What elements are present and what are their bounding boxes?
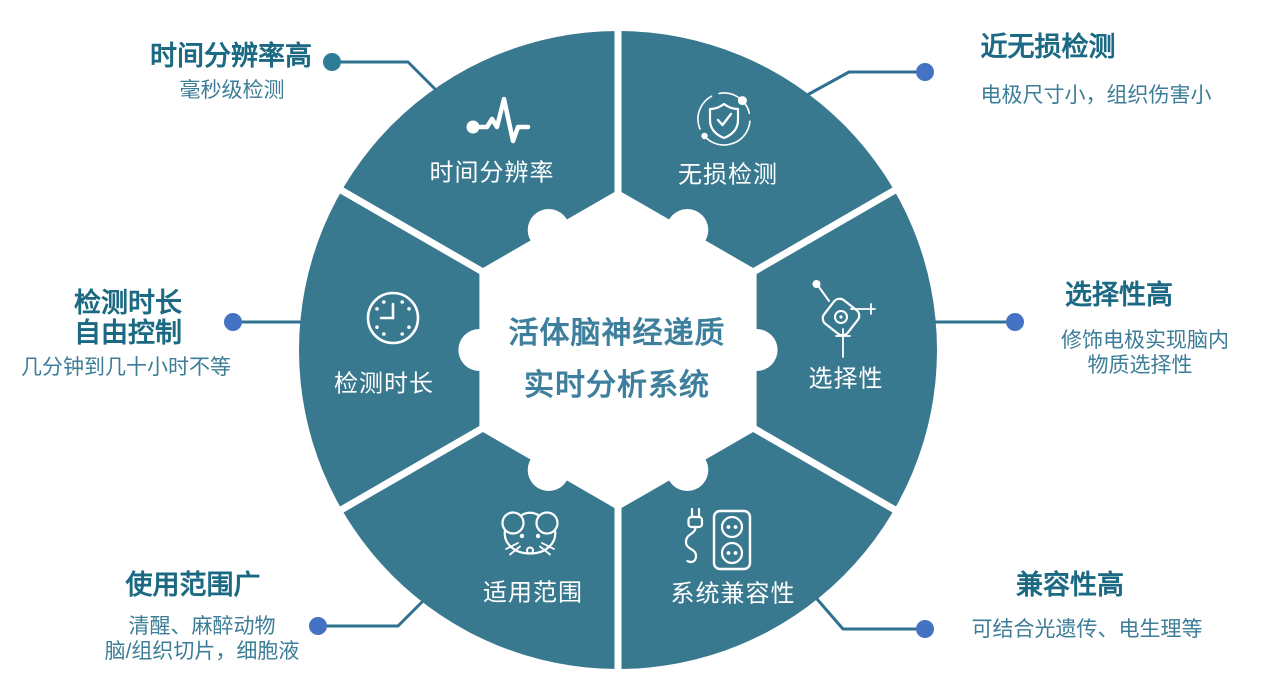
power-socket-plug-icon: [684, 507, 752, 571]
segment-icons: [366, 92, 876, 571]
segment-separators: [333, 24, 903, 676]
electrode-sensor-icon: [812, 280, 876, 358]
dot-detection-duration: [224, 313, 242, 331]
callout-detail-selectivity-line1: 修饰电极实现脑内: [1061, 329, 1229, 352]
callout-detail-application-range-line1: 清醒、麻醉动物: [128, 615, 276, 638]
clock-icon: [366, 291, 420, 345]
segment-label-detection-duration: 检测时长: [334, 370, 434, 398]
center-title-line2: 实时分析系统: [524, 369, 710, 402]
hexagon-bump-top-right: [666, 209, 709, 251]
callout-detail-application-range-line2: 脑/组织切片，细胞液: [104, 640, 300, 663]
center-title-line1: 活体脑神经递质: [508, 317, 726, 350]
connector-application-range: [325, 600, 424, 628]
hexagon-shape: [479, 190, 757, 510]
hexagon-bump-left: [458, 329, 501, 371]
connector-compatibility: [815, 597, 918, 631]
callout-title-near-nondestructive: 近无损检测: [980, 32, 1116, 62]
callout-title-application-range: 使用范围广: [125, 570, 261, 600]
callout-detail-near-nondestructive: 电极尺寸小，组织伤害小: [980, 84, 1212, 107]
segment-label-time-resolution: 时间分辨率: [429, 159, 555, 187]
callout-detail-time-resolution: 毫秒级检测: [179, 79, 285, 102]
segment-label-compatibility: 系统兼容性: [670, 580, 796, 608]
connector-near-nondestructive: [807, 70, 918, 96]
callout-detail-selectivity-line2: 物质选择性: [1087, 354, 1193, 377]
callout-title-time-resolution: 时间分辨率高: [150, 41, 312, 71]
hexagon-bump-bottom-left: [527, 449, 570, 491]
connector-time-resolution: [339, 60, 437, 91]
hexagon-bump-right: [735, 329, 778, 371]
callout-detail-detection-duration: 几分钟到几十小时不等: [21, 356, 231, 379]
mouse-animal-icon: [501, 511, 559, 556]
segment-label-nondestructive: 无损检测: [678, 161, 778, 189]
segment-label-application-range: 适用范围: [483, 579, 583, 607]
callout-dots: [224, 53, 1024, 638]
callout-title-compatibility: 兼容性高: [1016, 570, 1124, 600]
hexagon-bump-top-left: [527, 209, 570, 251]
dot-selectivity: [1006, 313, 1024, 331]
callout-title-selectivity: 选择性高: [1065, 280, 1173, 310]
callout-title-detection-duration-line2: 自由控制: [74, 318, 182, 348]
center-hexagon: [458, 190, 778, 510]
dot-application-range: [309, 617, 327, 635]
callout-connectors: [240, 60, 1008, 631]
callout-title-detection-duration-line1: 检测时长: [74, 288, 182, 318]
dot-time-resolution: [323, 53, 341, 71]
callout-detail-compatibility: 可结合光遗传、电生理等: [971, 618, 1203, 641]
segment-label-selectivity: 选择性: [808, 365, 884, 393]
shield-check-icon: [697, 92, 751, 146]
dot-compatibility: [916, 620, 934, 638]
dot-near-nondestructive: [916, 63, 934, 81]
pulse-waveform-icon: [466, 96, 531, 144]
hexagon-bump-bottom-right: [666, 449, 709, 491]
